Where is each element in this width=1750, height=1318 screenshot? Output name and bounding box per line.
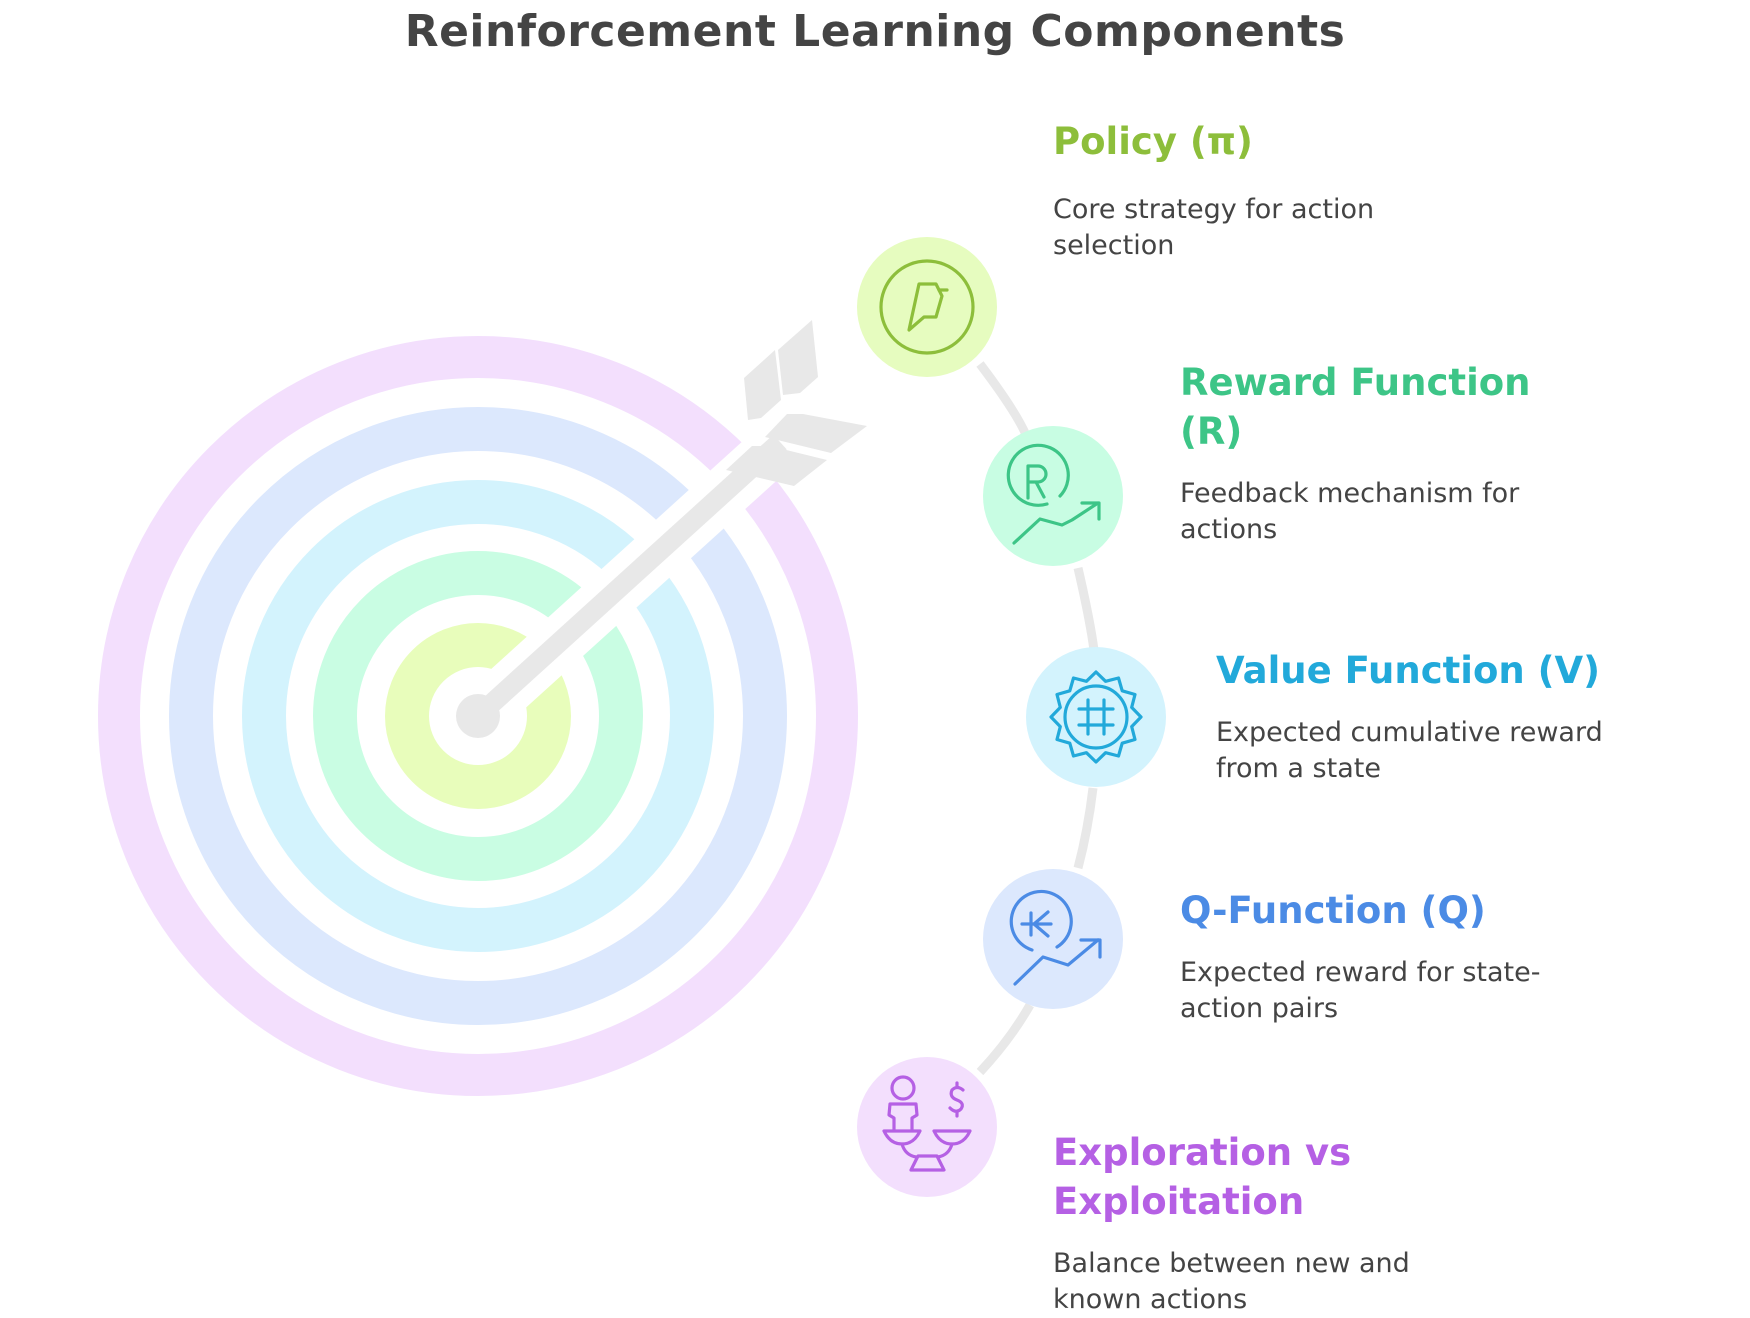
qfunction-node-bg bbox=[983, 869, 1123, 1009]
component-heading: Reward Function (R) bbox=[1180, 361, 1531, 453]
component-node-qfunction[interactable] bbox=[983, 869, 1123, 1009]
target-ring-2 bbox=[169, 407, 787, 1025]
component-description: Feedback mechanism for actions bbox=[1180, 478, 1520, 545]
policy-node-bg bbox=[857, 237, 997, 377]
component-node-reward[interactable] bbox=[983, 426, 1123, 566]
target-ring-outer bbox=[98, 336, 858, 1096]
balance-scale-icon bbox=[882, 1075, 972, 1172]
component-node-policy[interactable] bbox=[857, 237, 997, 377]
q-trend-icon bbox=[1009, 889, 1102, 986]
component-heading: Policy (π) bbox=[1053, 120, 1253, 163]
component-description: Core strategy for action selection bbox=[1053, 194, 1375, 261]
exploration-node-bg bbox=[857, 1057, 997, 1197]
component-policy: Policy (π) Core strategy for action sele… bbox=[1053, 117, 1453, 264]
component-qfunction: Q-Function (Q) Expected reward for state… bbox=[1180, 886, 1600, 1027]
value-node-bg bbox=[1026, 647, 1166, 787]
diagram-title: Reinforcement Learning Components bbox=[404, 6, 1346, 57]
component-description: Expected reward for state-action pairs bbox=[1180, 957, 1541, 1024]
target-ring-3 bbox=[242, 480, 714, 952]
component-node-value[interactable] bbox=[1026, 647, 1166, 787]
arrow-icon bbox=[456, 320, 867, 738]
component-exploration: Exploration vs Exploitation Balance betw… bbox=[1053, 1128, 1453, 1318]
reward-node-bg bbox=[983, 426, 1123, 566]
component-heading: Value Function (V) bbox=[1216, 649, 1601, 692]
component-heading: Exploration vs Exploitation bbox=[1053, 1131, 1352, 1223]
component-reward: Reward Function (R) Feedback mechanism f… bbox=[1180, 358, 1600, 548]
target-ring-4 bbox=[313, 551, 643, 881]
component-description: Balance between new and known actions bbox=[1053, 1248, 1410, 1315]
component-heading: Q-Function (Q) bbox=[1180, 889, 1486, 932]
value-badge-icon bbox=[1049, 670, 1143, 764]
component-description: Expected cumulative reward from a state bbox=[1216, 717, 1603, 784]
policy-compass-icon bbox=[879, 259, 975, 355]
component-node-exploration[interactable] bbox=[857, 1057, 997, 1197]
reward-trend-icon bbox=[1006, 443, 1101, 545]
target-ring-inner bbox=[385, 623, 571, 809]
component-value: Value Function (V) Expected cumulative r… bbox=[1216, 646, 1696, 787]
connector-arc bbox=[976, 361, 1099, 1076]
target-graphic bbox=[98, 320, 878, 1096]
